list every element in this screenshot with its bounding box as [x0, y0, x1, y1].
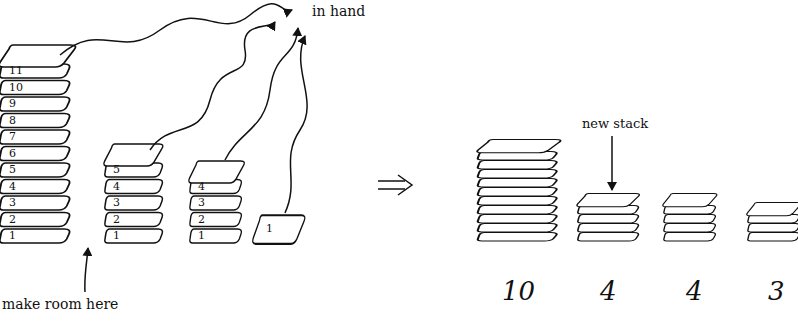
card-stack: [663, 194, 717, 241]
card-number: 4: [9, 180, 16, 193]
card-number: 9: [9, 97, 16, 110]
card-number: 2: [113, 213, 120, 226]
card-number: 10: [9, 81, 23, 94]
single-card: [253, 215, 305, 244]
card-number: 3: [113, 196, 120, 209]
stack-count: 4: [686, 276, 703, 307]
card-stack: [189, 161, 245, 243]
card-number: 1: [266, 222, 273, 235]
card-number: 7: [9, 130, 16, 143]
card-number: 1: [113, 229, 120, 242]
stack-count: 3: [768, 276, 785, 307]
stack-count: 4: [600, 276, 617, 307]
implies-arrow: [378, 175, 412, 195]
card-number: 8: [9, 114, 16, 127]
note-label: new stack: [582, 116, 648, 132]
card-number: 3: [9, 196, 16, 209]
card-number: 6: [9, 147, 16, 160]
card-stack: [477, 140, 560, 241]
note-label: make room here: [2, 296, 118, 313]
card-stack: [577, 194, 640, 241]
card-number: 2: [9, 213, 16, 226]
card-number: 5: [113, 163, 120, 176]
card-stack: [104, 144, 163, 243]
wavy-arrows: [60, 4, 612, 292]
card-stack: [747, 203, 798, 241]
card-number: 2: [198, 213, 205, 226]
card-stack: [0, 45, 76, 243]
card-number: 5: [9, 163, 16, 176]
card-number: 1: [9, 229, 16, 242]
card-number: 4: [113, 180, 120, 193]
card-number: 3: [198, 196, 205, 209]
card-number: 11: [9, 64, 23, 77]
card-number: 4: [198, 180, 205, 193]
card-number: 1: [198, 229, 205, 242]
note-label: in hand: [312, 3, 365, 20]
stack-count: 10: [502, 276, 535, 307]
